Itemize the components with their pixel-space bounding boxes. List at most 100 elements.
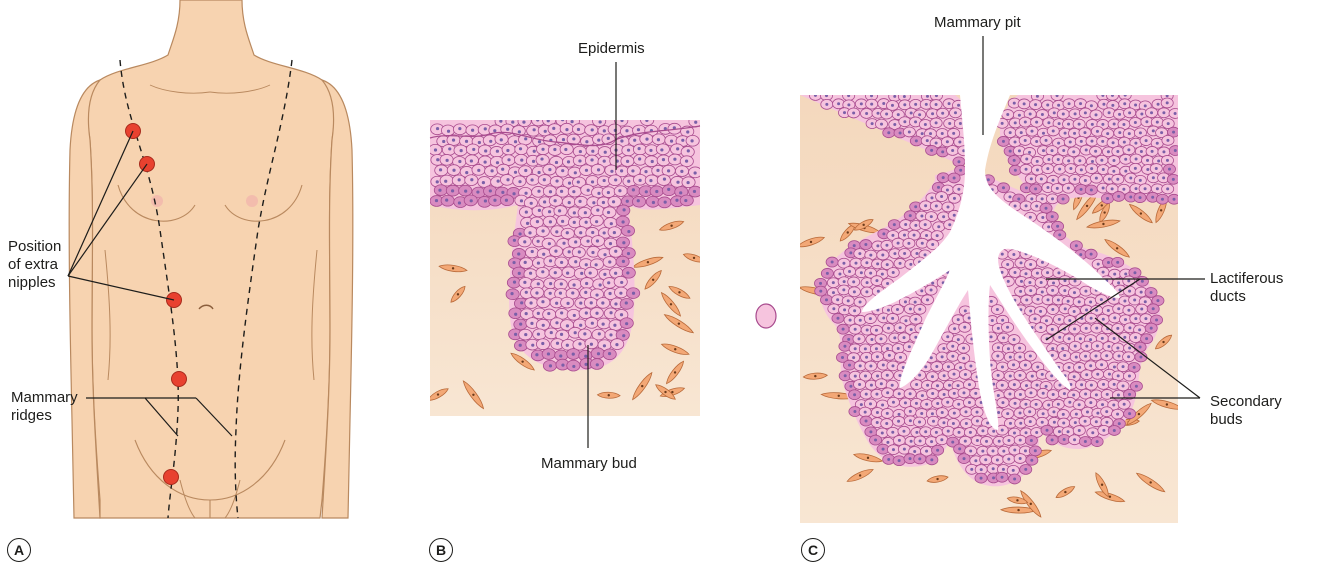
cell-nucleus <box>1097 263 1100 266</box>
cell-nucleus <box>871 122 874 125</box>
cell-nucleus <box>951 345 954 348</box>
cell-nucleus <box>1101 403 1104 406</box>
fibroblast-nucleus <box>678 291 680 293</box>
cell-nucleus <box>1063 178 1066 181</box>
cell-nucleus <box>997 411 1000 414</box>
cell-nucleus <box>519 147 522 150</box>
cell-nucleus <box>842 288 845 291</box>
cell-nucleus <box>1090 188 1093 191</box>
cell-nucleus <box>957 188 960 191</box>
cell-nucleus <box>1113 337 1116 340</box>
cell-nucleus <box>1025 384 1028 387</box>
cell-nucleus <box>869 272 872 275</box>
cell-nucleus <box>622 260 625 263</box>
cell-nucleus <box>528 231 531 234</box>
cell-nucleus <box>907 242 910 245</box>
cell-nucleus <box>921 242 924 245</box>
cell-nucleus <box>591 231 594 234</box>
cell-nucleus <box>598 332 601 335</box>
cell-nucleus <box>585 263 588 266</box>
cell-nucleus <box>1052 129 1055 132</box>
cell-nucleus <box>832 281 835 284</box>
cell-nucleus <box>1144 317 1147 320</box>
cell-nucleus <box>541 270 544 273</box>
cell-nucleus <box>980 477 983 480</box>
cell-nucleus <box>610 170 613 173</box>
cell-nucleus <box>929 132 932 135</box>
cell-nucleus <box>519 323 522 326</box>
cell-nucleus <box>549 190 552 193</box>
cell-nucleus <box>914 103 917 106</box>
cell-nucleus <box>958 447 961 450</box>
cell-nucleus <box>465 171 468 174</box>
cell-nucleus <box>1124 170 1127 173</box>
cell-nucleus <box>491 169 494 172</box>
cell-nucleus <box>898 413 901 416</box>
cell-nucleus <box>963 457 966 460</box>
cell-nucleus <box>1127 355 1130 358</box>
label-mammary-ridges: Mammary ridges <box>11 389 78 425</box>
cell-nucleus <box>506 149 509 152</box>
fibroblast-nucleus <box>1086 205 1088 207</box>
cell-nucleus <box>952 422 955 425</box>
cell-nucleus <box>1062 149 1065 152</box>
cell-nucleus <box>1141 280 1144 283</box>
cell-nucleus <box>649 149 652 152</box>
cell-nucleus <box>1012 253 1015 256</box>
cell-nucleus <box>451 189 454 192</box>
cell-nucleus <box>1064 307 1067 310</box>
cell-nucleus <box>1075 244 1078 247</box>
cell-nucleus <box>572 190 575 193</box>
cell-nucleus <box>1013 432 1016 435</box>
cell-nucleus <box>1036 298 1039 301</box>
cell-nucleus <box>525 291 528 294</box>
cell-nucleus <box>931 392 934 395</box>
cell-nucleus <box>690 139 693 142</box>
cell-nucleus <box>565 128 568 131</box>
cell-nucleus <box>1122 188 1125 191</box>
cell-nucleus <box>591 251 594 254</box>
cell-nucleus <box>913 450 916 453</box>
cell-nucleus <box>1063 438 1066 441</box>
cell-nucleus <box>684 199 687 202</box>
cell-nucleus <box>1052 281 1055 284</box>
cell-nucleus <box>843 345 846 348</box>
cell-nucleus <box>1133 366 1136 369</box>
cell-nucleus <box>1058 336 1061 339</box>
cell-nucleus <box>596 363 599 366</box>
cell-nucleus <box>1051 289 1054 292</box>
cell-nucleus <box>667 188 670 191</box>
normal-nipple-left <box>151 195 163 207</box>
cell-nucleus <box>470 178 473 181</box>
cell-nucleus <box>538 209 541 212</box>
cell-nucleus <box>1135 157 1138 160</box>
cell-nucleus <box>858 383 861 386</box>
cell-nucleus <box>464 190 467 193</box>
cell-nucleus <box>996 458 999 461</box>
cell-nucleus <box>1072 150 1075 153</box>
cell-nucleus <box>838 272 841 275</box>
cell-nucleus <box>543 200 546 203</box>
cell-nucleus <box>1105 354 1108 357</box>
cell-nucleus <box>1041 197 1044 200</box>
cell-nucleus <box>524 261 527 264</box>
cell-nucleus <box>843 280 846 283</box>
cell-nucleus <box>632 292 635 295</box>
cell-nucleus <box>903 336 906 339</box>
cell-nucleus <box>1067 187 1070 190</box>
cell-nucleus <box>1039 310 1042 313</box>
cell-nucleus <box>1056 94 1059 97</box>
cell-nucleus <box>1156 121 1159 124</box>
cell-nucleus <box>603 160 606 163</box>
cell-nucleus <box>882 232 885 235</box>
cell-nucleus <box>603 129 606 132</box>
cell-nucleus <box>854 347 857 350</box>
cell-nucleus <box>1031 375 1034 378</box>
cell-nucleus <box>1101 140 1104 143</box>
cell-nucleus <box>925 403 928 406</box>
cell-nucleus <box>865 112 868 115</box>
fibroblast-nucleus <box>1017 509 1019 511</box>
cell-nucleus <box>1041 421 1044 424</box>
cell-nucleus <box>584 363 587 366</box>
fibroblast-nucleus <box>678 322 680 324</box>
